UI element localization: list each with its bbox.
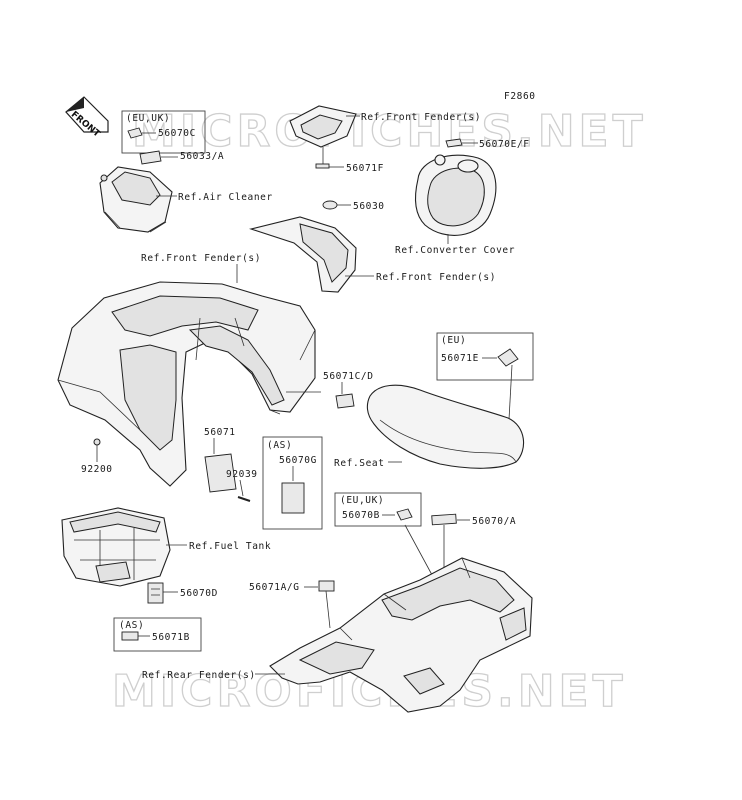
eu-right-label: (EU): [441, 335, 466, 346]
decal-56030: [322, 200, 338, 210]
part-56071E: 56071E: [441, 353, 479, 364]
ref-front-fender-top: Ref.Front Fender(s): [361, 112, 481, 123]
ref-converter-cover: Ref.Converter Cover: [395, 245, 515, 256]
part-56070C: 56070C: [158, 128, 196, 139]
ref-rear-fender: Ref.Rear Fender(s): [142, 670, 256, 681]
ref-seat: Ref.Seat: [334, 458, 385, 469]
decal-56071B: [121, 631, 139, 641]
part-56071: 56071: [204, 427, 236, 438]
decal-56070EF: [445, 138, 463, 148]
air-cleaner-cover: [99, 166, 173, 233]
part-56070B: 56070B: [342, 510, 380, 521]
ref-fuel-tank: Ref.Fuel Tank: [189, 541, 271, 552]
rear-fender: [269, 557, 533, 713]
front-fender-cover: [289, 105, 357, 148]
decal-56070A: [431, 513, 457, 526]
eu-uk-right-label: (EU,UK): [340, 495, 384, 506]
eu-uk-box-top: [121, 110, 206, 154]
as-bottom-label: (AS): [119, 620, 144, 631]
part-56033A: 56033/A: [180, 151, 224, 162]
eu-box-right: [436, 332, 534, 381]
decal-56071E: [497, 348, 519, 367]
converter-cover: [415, 154, 497, 236]
front-arrow-icon: FRONT: [65, 96, 109, 140]
figure-code: F2860: [504, 91, 536, 102]
decal-56070D: [147, 582, 164, 604]
part-92200: 92200: [81, 464, 113, 475]
part-56030: 56030: [353, 201, 385, 212]
part-56070D: 56070D: [180, 588, 218, 599]
ref-front-fender-mid: Ref.Front Fender(s): [376, 272, 496, 283]
part-56071AG: 56071A/G: [249, 582, 300, 593]
decal-56033A: [139, 150, 162, 165]
fuel-tank-cover: [61, 507, 171, 587]
decal-56070C: [127, 127, 143, 139]
decal-56071F: [315, 163, 330, 169]
eu-uk-box-right: [334, 492, 422, 527]
watermark-top: MICROFICHES.NET: [132, 106, 647, 157]
seat: [366, 384, 525, 469]
decal-56071: [204, 453, 237, 493]
part-56071F: 56071F: [346, 163, 384, 174]
part-56070A: 56070/A: [472, 516, 516, 527]
front-fender-side-panel: [248, 216, 357, 293]
decal-56070G: [281, 482, 305, 514]
decal-56071CD: [335, 393, 355, 409]
part-92039: 92039: [226, 469, 258, 480]
clip-92039: [237, 496, 251, 502]
ref-air-cleaner: Ref.Air Cleaner: [178, 192, 273, 203]
screw-92200: [93, 438, 101, 446]
as-box-bottom: [113, 617, 202, 652]
part-56071CD: 56071C/D: [323, 371, 374, 382]
as-box-mid: [262, 436, 323, 530]
as-mid-label: (AS): [267, 440, 292, 451]
part-56070G: 56070G: [279, 455, 317, 466]
part-56070EF: 56070E/F: [479, 139, 530, 150]
decal-56071AG: [318, 580, 335, 592]
part-56071B: 56071B: [152, 632, 190, 643]
decal-56070B: [396, 508, 413, 521]
eu-uk-top-label: (EU,UK): [126, 113, 170, 124]
ref-front-fender-left: Ref.Front Fender(s): [141, 253, 261, 264]
front-fender-main: [57, 281, 316, 487]
